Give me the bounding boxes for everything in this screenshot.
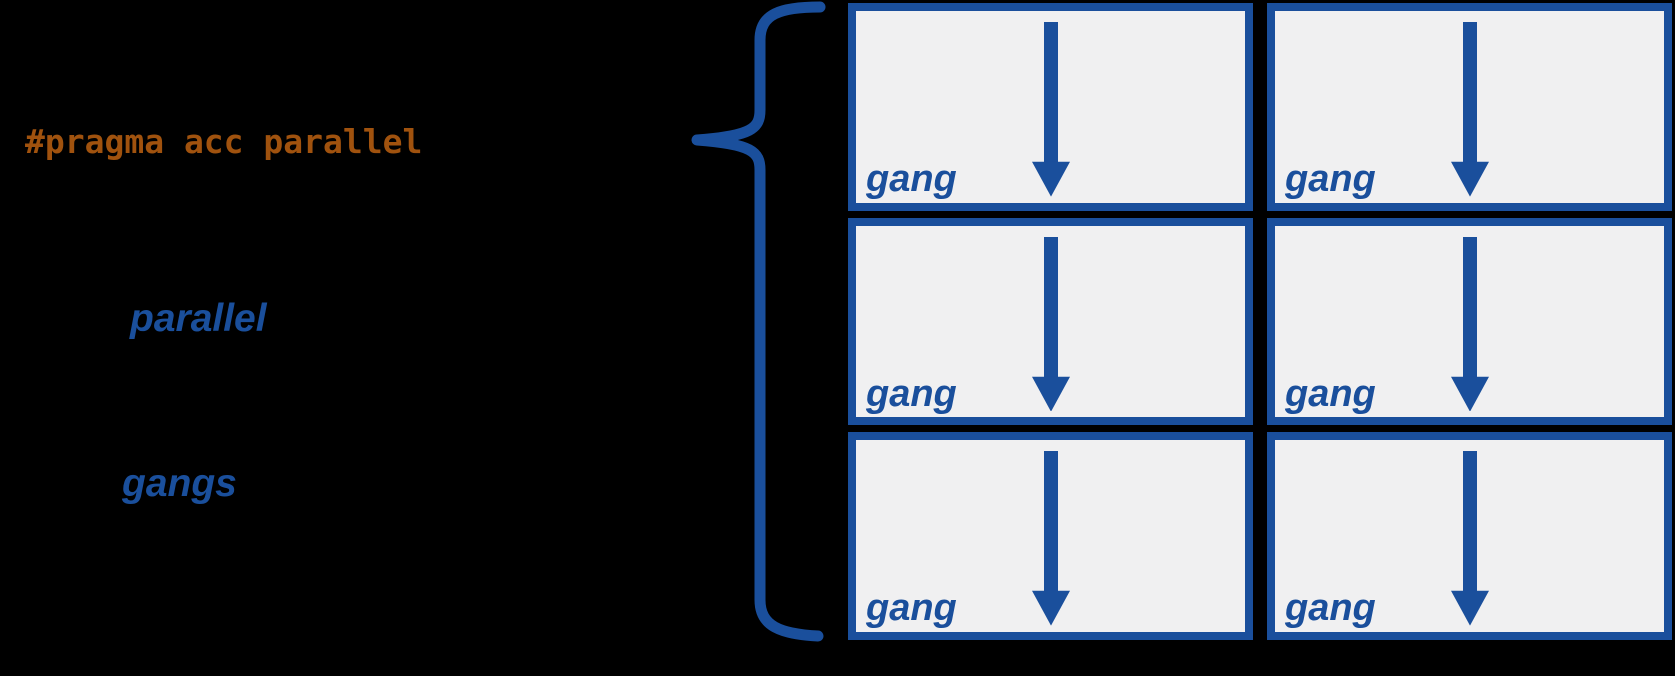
down-arrow-icon: [1450, 236, 1489, 412]
pragma-code-text: #pragma acc parallel: [25, 122, 423, 161]
curly-brace-icon: [685, 0, 830, 650]
down-arrow-icon: [1031, 22, 1070, 197]
gang-box-label: gang: [1285, 157, 1376, 200]
parallel-label: parallel: [130, 297, 267, 340]
gang-box-label: gang: [866, 587, 957, 630]
down-arrow-icon: [1450, 451, 1489, 626]
gang-box-row2-col2: gang: [1267, 217, 1672, 426]
down-arrow-icon: [1450, 22, 1489, 197]
gang-box-row3-col1: gang: [848, 432, 1253, 640]
gang-box-row1-col2: gang: [1267, 3, 1672, 211]
gang-grid: gang gang gang gang gang: [848, 3, 1672, 640]
gang-box-row1-col1: gang: [848, 3, 1253, 211]
gang-box-label: gang: [866, 372, 957, 415]
down-arrow-icon: [1031, 236, 1070, 412]
gang-box-label: gang: [1285, 372, 1376, 415]
gangs-label: gangs: [122, 462, 237, 505]
down-arrow-icon: [1031, 451, 1070, 626]
gang-box-label: gang: [1285, 587, 1376, 630]
gang-box-row2-col1: gang: [848, 217, 1253, 426]
gang-box-row3-col2: gang: [1267, 432, 1672, 640]
gang-box-label: gang: [866, 157, 957, 200]
